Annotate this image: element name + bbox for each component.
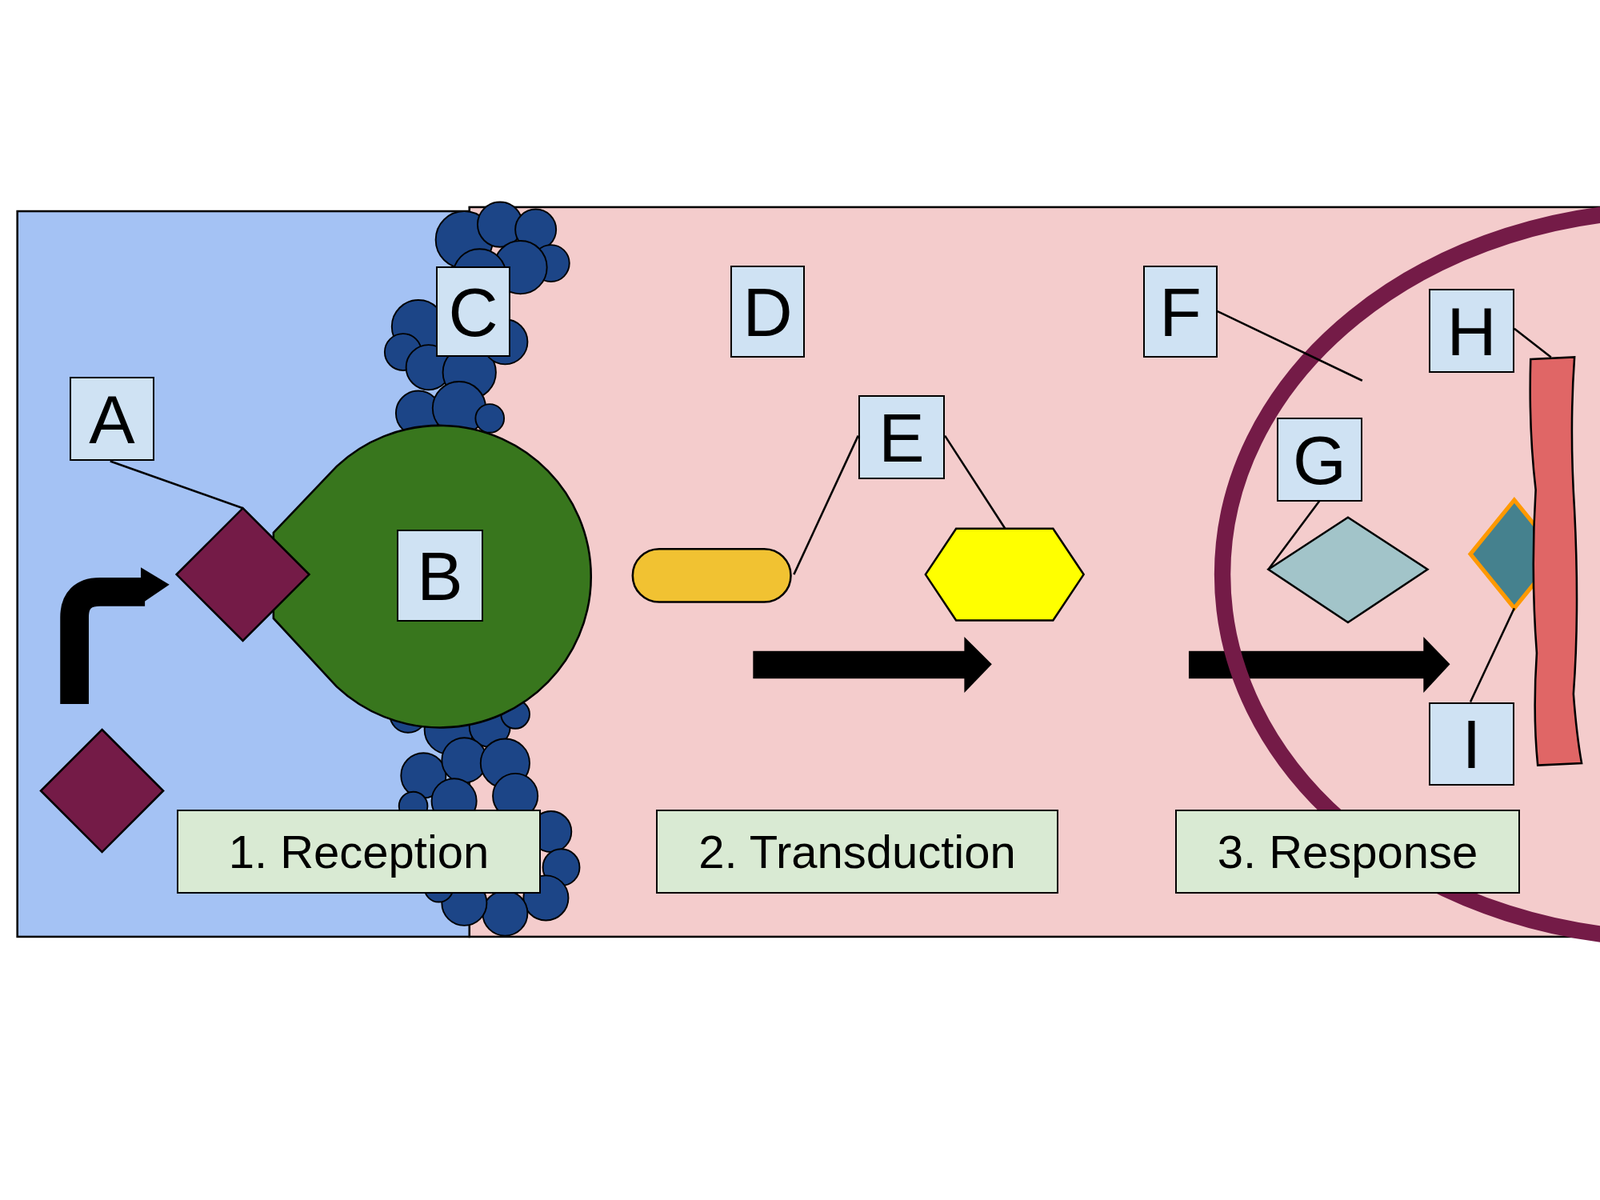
cytoplasm [469, 207, 1600, 937]
callout-letter: E [858, 395, 945, 480]
callout-letter: G [1276, 417, 1363, 502]
binding-arrow-head [140, 567, 170, 604]
label-text: D [742, 277, 792, 347]
label-text: A [88, 384, 135, 454]
callout-letter: D [730, 265, 805, 358]
label-text: 2. Transduction [698, 828, 1016, 876]
leader-lines [110, 311, 1552, 703]
label-text: I [1462, 709, 1482, 779]
callout-letter: I [1428, 702, 1515, 786]
receptor [273, 425, 592, 728]
relay-molecule-active [925, 528, 1084, 621]
label-text: G [1292, 425, 1347, 495]
binding-arrow [74, 592, 145, 704]
stage-label: 2. Transduction [656, 809, 1059, 894]
relay-molecule [632, 548, 792, 602]
callout-letter: H [1428, 288, 1515, 373]
ligand-bound [176, 508, 310, 641]
response-arrow-head [1423, 636, 1450, 693]
label-text: C [448, 277, 498, 347]
ligand-free [40, 729, 164, 852]
label-text: 3. Response [1217, 828, 1479, 876]
label-text: 1. Reception [228, 828, 490, 876]
label-text: H [1446, 296, 1496, 366]
transcription-factor [1268, 517, 1428, 623]
stage-label: 3. Response [1175, 809, 1520, 894]
response-arrow [1188, 651, 1427, 679]
callout-letter: A [69, 376, 155, 461]
callout-letter: B [396, 529, 484, 622]
label-text: E [878, 403, 924, 472]
callout-letter: C [436, 266, 511, 357]
callout-letter: F [1143, 265, 1218, 358]
label-text: B [416, 541, 463, 611]
transduction-arrow-head [964, 636, 992, 693]
dna [1530, 356, 1582, 765]
transduction-arrow [752, 651, 968, 679]
stage-label: 1. Reception [176, 809, 541, 894]
label-text: F [1159, 277, 1202, 347]
